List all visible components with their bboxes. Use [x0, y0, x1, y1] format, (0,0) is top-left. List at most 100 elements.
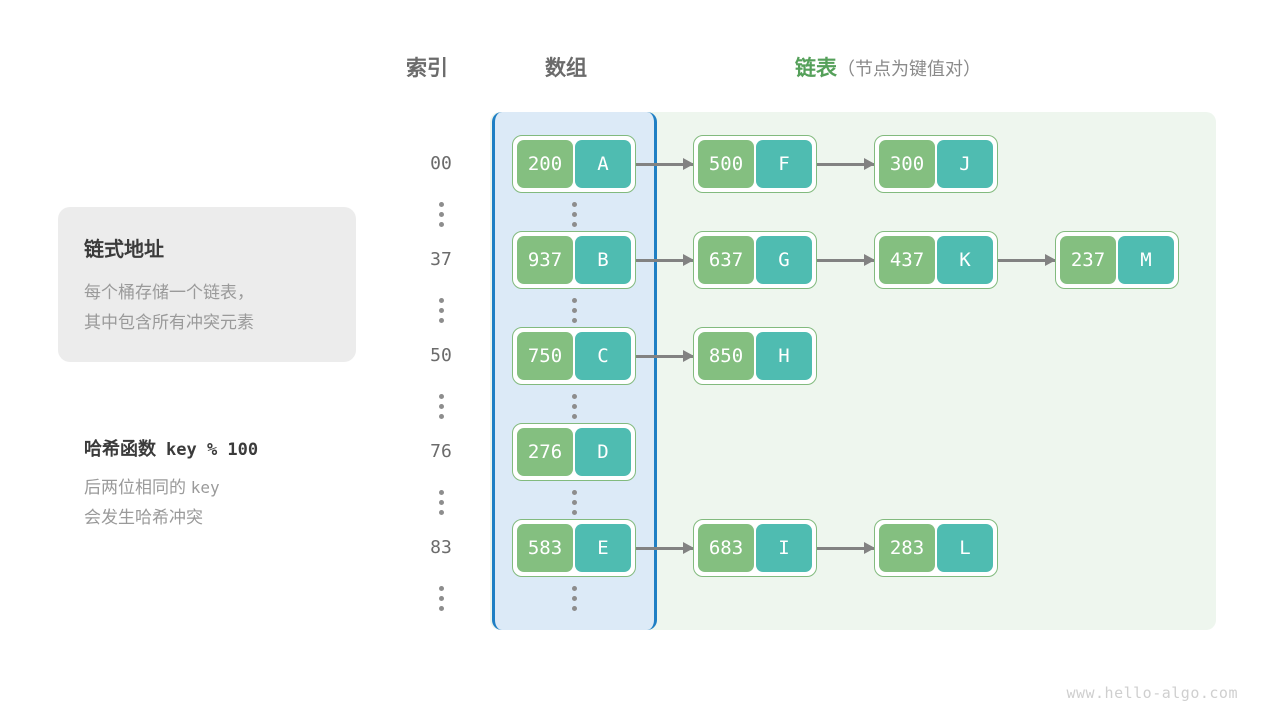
node-key: 437: [879, 236, 935, 284]
column-heading-array: 数组: [545, 57, 587, 80]
dot: [438, 202, 444, 207]
node-key: 300: [879, 140, 935, 188]
link-arrow-icon: [636, 350, 694, 362]
node-key: 637: [698, 236, 754, 284]
node-value: M: [1118, 236, 1174, 284]
dot: [438, 606, 444, 611]
arrow-shaft: [817, 546, 874, 550]
info-card-line-1: 每个桶存储一个链表，: [84, 283, 254, 302]
arrow-head: [683, 350, 694, 362]
node-value: H: [756, 332, 812, 380]
index-label-50: 50: [430, 345, 452, 366]
link-arrow-icon: [817, 542, 875, 554]
index-ellipsis: [406, 202, 476, 227]
index-ellipsis: [406, 586, 476, 611]
dot: [438, 586, 444, 591]
array-ellipsis: [539, 586, 609, 611]
linkedlist-heading-sub: （节点为键值对）: [837, 59, 981, 79]
dot: [571, 202, 577, 207]
link-arrow-icon: [636, 254, 694, 266]
node-key: 500: [698, 140, 754, 188]
node-value: K: [937, 236, 993, 284]
link-arrow-icon: [998, 254, 1056, 266]
dot: [438, 318, 444, 323]
dot: [571, 404, 577, 409]
arrow-shaft: [636, 546, 693, 550]
arrow-head: [864, 158, 875, 170]
index-ellipsis: [406, 298, 476, 323]
link-arrow-icon: [817, 158, 875, 170]
node-value: J: [937, 140, 993, 188]
node-value: L: [937, 524, 993, 572]
node-value: G: [756, 236, 812, 284]
column-heading-index: 索引: [406, 57, 448, 80]
dot: [571, 222, 577, 227]
arrow-head: [864, 254, 875, 266]
arrow-head: [864, 542, 875, 554]
node-key: 276: [517, 428, 573, 476]
node-key: 850: [698, 332, 754, 380]
dot: [438, 510, 444, 515]
node-value: D: [575, 428, 631, 476]
node-value: I: [756, 524, 812, 572]
dot: [571, 318, 577, 323]
dot: [438, 404, 444, 409]
dot: [438, 394, 444, 399]
node-key: 237: [1060, 236, 1116, 284]
hash-note-line-1: 后两位相同的 key: [84, 473, 384, 503]
arrow-shaft: [998, 258, 1055, 262]
node-key: 750: [517, 332, 573, 380]
index-label-00: 00: [430, 153, 452, 174]
array-ellipsis: [539, 394, 609, 419]
arrow-shaft: [817, 258, 874, 262]
link-arrow-icon: [817, 254, 875, 266]
arrow-head: [683, 542, 694, 554]
dot: [571, 414, 577, 419]
arrow-head: [1045, 254, 1056, 266]
arrow-shaft: [817, 162, 874, 166]
dot: [571, 596, 577, 601]
node-key: 937: [517, 236, 573, 284]
info-card: 链式地址 每个桶存储一个链表， 其中包含所有冲突元素: [58, 207, 356, 362]
dot: [438, 308, 444, 313]
dot: [438, 490, 444, 495]
dot: [438, 212, 444, 217]
array-ellipsis: [539, 490, 609, 515]
dot: [438, 596, 444, 601]
dot: [571, 586, 577, 591]
dot: [571, 308, 577, 313]
index-label-83: 83: [430, 537, 452, 558]
arrow-shaft: [636, 162, 693, 166]
info-card-title: 链式地址: [84, 239, 164, 261]
index-label-37: 37: [430, 249, 452, 270]
arrow-shaft: [636, 354, 693, 358]
index-ellipsis: [406, 394, 476, 419]
dot: [571, 510, 577, 515]
linkedlist-heading-main: 链表: [795, 57, 837, 80]
arrow-head: [683, 158, 694, 170]
dot: [438, 298, 444, 303]
link-arrow-icon: [636, 158, 694, 170]
node-key: 283: [879, 524, 935, 572]
node-value: E: [575, 524, 631, 572]
link-arrow-icon: [636, 542, 694, 554]
arrow-shaft: [636, 258, 693, 262]
hash-note-line-1-text: 后两位相同的: [84, 478, 186, 497]
